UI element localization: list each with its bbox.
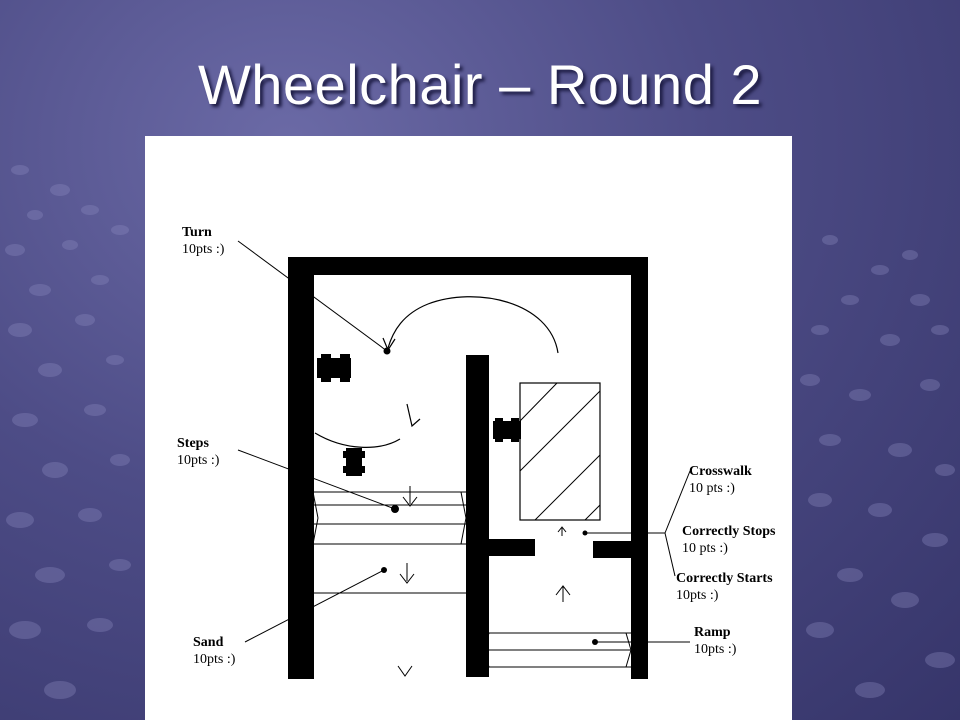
- wheelchair-icon: [343, 448, 365, 476]
- label-sand: Sand 10pts :): [193, 634, 235, 668]
- turn-marker-dot: [383, 347, 391, 355]
- steps-leader-line: [237, 449, 396, 510]
- sand-marker-dot: [381, 567, 387, 573]
- label-turn-name: Turn: [182, 225, 212, 240]
- sand-leader-line: [244, 569, 385, 643]
- crosswalk-leader-line: [664, 470, 691, 534]
- label-ramp-points: 10pts :): [694, 642, 737, 657]
- down-arrow-icon: [399, 563, 415, 584]
- down-arrow-icon: [402, 486, 418, 507]
- label-turn-points: 10pts :): [182, 242, 225, 257]
- steps-approach-curve: [314, 432, 401, 448]
- correctly-stops-marker-dot: [582, 530, 588, 536]
- ramp-marker-dot: [592, 639, 598, 645]
- label-steps-name: Steps: [177, 436, 209, 451]
- course-diagram: Turn 10pts :) Steps 10pts :) Sand 10pts …: [145, 136, 792, 720]
- wheelchair-icon: [493, 418, 521, 442]
- crosswalk-hatched-box: [519, 382, 601, 521]
- steps-approach-tail: [406, 403, 421, 428]
- crosswalk-bar-left: [489, 539, 535, 556]
- course-diagram-drawing: [237, 240, 691, 679]
- up-arrow-icon: [557, 526, 567, 536]
- label-correctly-stops-points: 10 pts :): [682, 541, 728, 556]
- down-arrow-icon: [397, 665, 413, 677]
- ramp-band: [483, 632, 632, 668]
- correctly-starts-leader-line: [664, 532, 676, 577]
- label-crosswalk-name: Crosswalk: [689, 464, 752, 479]
- label-correctly-stops-name: Correctly Stops: [682, 524, 776, 539]
- label-correctly-starts-points: 10pts :): [676, 588, 719, 603]
- label-crosswalk: Crosswalk 10 pts :): [689, 463, 752, 497]
- label-correctly-starts: Correctly Starts 10pts :): [676, 570, 773, 604]
- steps-marker-dot: [391, 505, 399, 513]
- crosswalk-bar-right: [593, 541, 633, 558]
- label-sand-name: Sand: [193, 635, 224, 650]
- wheelchair-icon: [317, 354, 351, 382]
- up-arrow-icon: [555, 585, 571, 602]
- label-steps: Steps 10pts :): [177, 435, 219, 469]
- slide-title: Wheelchair – Round 2: [197, 53, 763, 116]
- turn-leader-line: [237, 240, 388, 352]
- course-wall-left: [288, 257, 314, 679]
- center-divider-wall: [466, 355, 489, 677]
- label-turn: Turn 10pts :): [182, 224, 224, 258]
- turn-arc: [387, 296, 559, 354]
- label-correctly-stops: Correctly Stops 10 pts :): [682, 523, 775, 557]
- label-correctly-starts-name: Correctly Starts: [676, 571, 773, 586]
- label-steps-points: 10pts :): [177, 453, 220, 468]
- label-sand-points: 10pts :): [193, 652, 236, 667]
- label-ramp: Ramp 10pts :): [694, 624, 736, 658]
- course-wall-top: [288, 257, 648, 275]
- course-wall-right: [631, 257, 648, 679]
- label-crosswalk-points: 10 pts :): [689, 481, 735, 496]
- label-ramp-name: Ramp: [694, 625, 731, 640]
- steps-band: [312, 491, 467, 545]
